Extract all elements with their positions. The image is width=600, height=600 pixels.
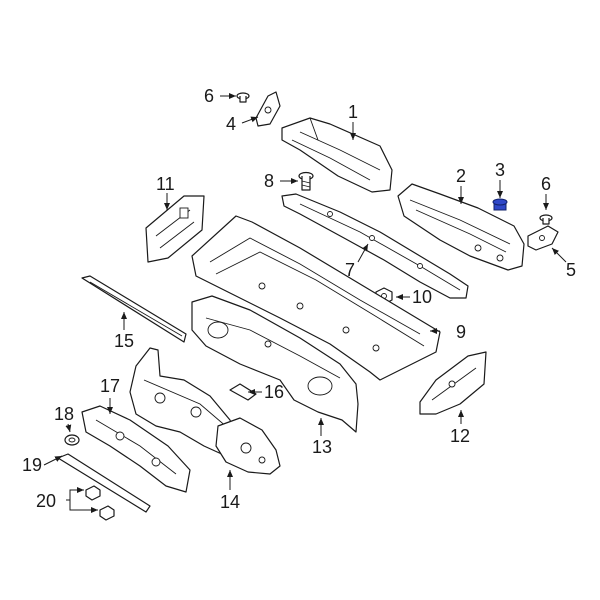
callout-2: 2 — [456, 166, 466, 186]
part-7-reinforcement[interactable] — [281, 193, 469, 299]
callout-3: 3 — [495, 160, 505, 180]
part-12-side-bracket[interactable] — [419, 351, 487, 415]
part-8-bolt[interactable] — [298, 171, 314, 191]
leader-lines — [43, 93, 567, 513]
callout-8: 8 — [264, 171, 274, 191]
part-13-dash-lower[interactable] — [191, 295, 359, 433]
callout-14: 14 — [220, 492, 240, 512]
callout-5: 5 — [566, 260, 576, 280]
part-20-clips[interactable] — [85, 485, 115, 521]
part-19-strip[interactable] — [57, 405, 191, 513]
part-6-bolt-top[interactable] — [236, 92, 250, 103]
callout-19: 19 — [22, 455, 42, 475]
callout-6-top: 6 — [204, 86, 214, 106]
callout-9: 9 — [456, 322, 466, 342]
callout-11: 11 — [156, 174, 175, 194]
part-3-clip-highlighted[interactable] — [492, 198, 508, 211]
callout-20: 20 — [36, 491, 56, 511]
callout-1: 1 — [348, 102, 358, 122]
callout-6-right: 6 — [541, 174, 551, 194]
part-18-grommet[interactable] — [64, 434, 80, 446]
part-15-strip[interactable] — [81, 275, 187, 343]
part-11-side-panel[interactable] — [145, 195, 205, 263]
part-9-dash-upper[interactable] — [191, 215, 441, 381]
callout-7: 7 — [345, 260, 355, 280]
part-14-insulator[interactable] — [215, 417, 281, 475]
callout-labels: 1 2 3 4 5 6 6 7 8 9 10 11 12 13 14 15 16… — [22, 86, 576, 512]
part-1-cowl-panel[interactable] — [281, 117, 393, 193]
part-16-insulator-piece[interactable] — [229, 383, 257, 401]
callout-16: 16 — [264, 382, 284, 402]
part-6-bolt-right[interactable] — [539, 214, 553, 225]
callout-17: 17 — [100, 376, 120, 396]
part-4-bracket[interactable] — [255, 91, 281, 127]
part-2-cowl-panel[interactable] — [397, 183, 525, 271]
callout-10: 10 — [412, 287, 432, 307]
callout-4: 4 — [226, 114, 236, 134]
part-5-bracket[interactable] — [527, 225, 559, 251]
callout-18: 18 — [54, 404, 74, 424]
callout-15: 15 — [114, 331, 134, 351]
callout-13: 13 — [312, 437, 332, 457]
callout-12: 12 — [450, 426, 470, 446]
